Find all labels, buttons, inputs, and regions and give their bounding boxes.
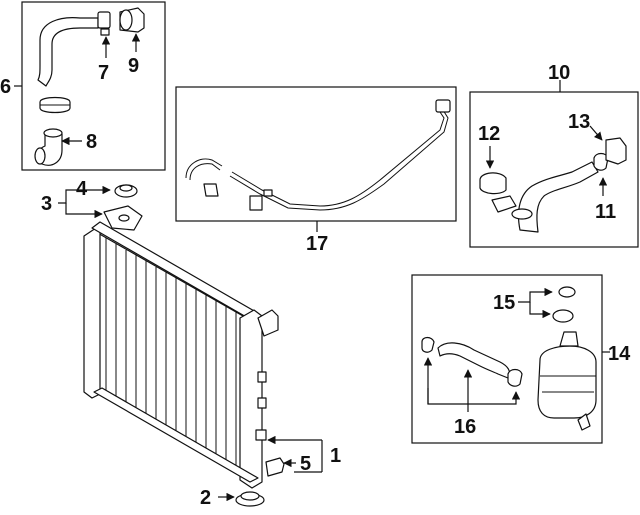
radiator-bottom-rail (93, 387, 259, 483)
small-fitting (97, 11, 111, 29)
lower-hose-group-box (469, 91, 639, 248)
reservoir-group-box (411, 274, 603, 444)
lower-hose (517, 161, 599, 233)
callout-8: 8 (86, 131, 97, 153)
callout-15: 15 (493, 292, 515, 314)
callout-7: 7 (98, 62, 109, 84)
reservoir-neck (559, 331, 579, 347)
overflow-clip-a (203, 183, 219, 197)
overflow-hose-group: 17 (175, 86, 457, 255)
callout-16: 16 (454, 416, 476, 438)
callout-12: 12 (478, 123, 500, 145)
reservoir-hose-clamp-left (421, 336, 435, 353)
callout-14: 14 (608, 343, 631, 365)
lower-hose-fitting (605, 137, 627, 165)
callout-4: 4 (76, 178, 88, 200)
upper-hose-group: 6 7 8 9 (0, 1, 166, 171)
reservoir-cap-bottom (552, 309, 574, 323)
callout-11: 11 (595, 201, 616, 223)
lower-hose-clamp-left (479, 172, 507, 195)
radiator-right-tank (239, 309, 263, 489)
overflow-short-hose (185, 158, 223, 179)
overflow-clip-b (249, 195, 263, 211)
lower-hose-group: 10 11 12 13 (469, 62, 639, 248)
callout-1: 1 (330, 445, 341, 467)
callout-10: 10 (548, 62, 570, 84)
upper-hose (37, 17, 99, 87)
overflow-hose-group-box (175, 86, 457, 222)
callout-3: 3 (41, 193, 52, 215)
callout-13: 13 (568, 111, 590, 133)
coolant-reservoir (537, 345, 597, 419)
lower-hose-clamp-right (593, 152, 609, 171)
overflow-tube (231, 111, 445, 207)
callout-9: 9 (128, 55, 139, 77)
lower-hose-bracket (491, 195, 517, 213)
radiator-assembly (83, 184, 285, 507)
overflow-tube-cap (435, 99, 451, 113)
radiator-inlet-neck (257, 309, 279, 337)
radiator-callouts: 1 5 2 3 4 (41, 178, 341, 509)
callout-2: 2 (200, 487, 211, 509)
callout-5: 5 (300, 453, 311, 475)
callout-6: 6 (0, 76, 11, 98)
reservoir-group: 14 15 16 (411, 274, 631, 444)
reservoir-cap-top (558, 286, 576, 298)
callout-17: 17 (306, 233, 328, 255)
drain-plug (265, 457, 285, 477)
reservoir-hose-clamp-right (507, 368, 523, 387)
radiator-left-tank (83, 227, 101, 399)
reservoir-hose (437, 342, 511, 379)
